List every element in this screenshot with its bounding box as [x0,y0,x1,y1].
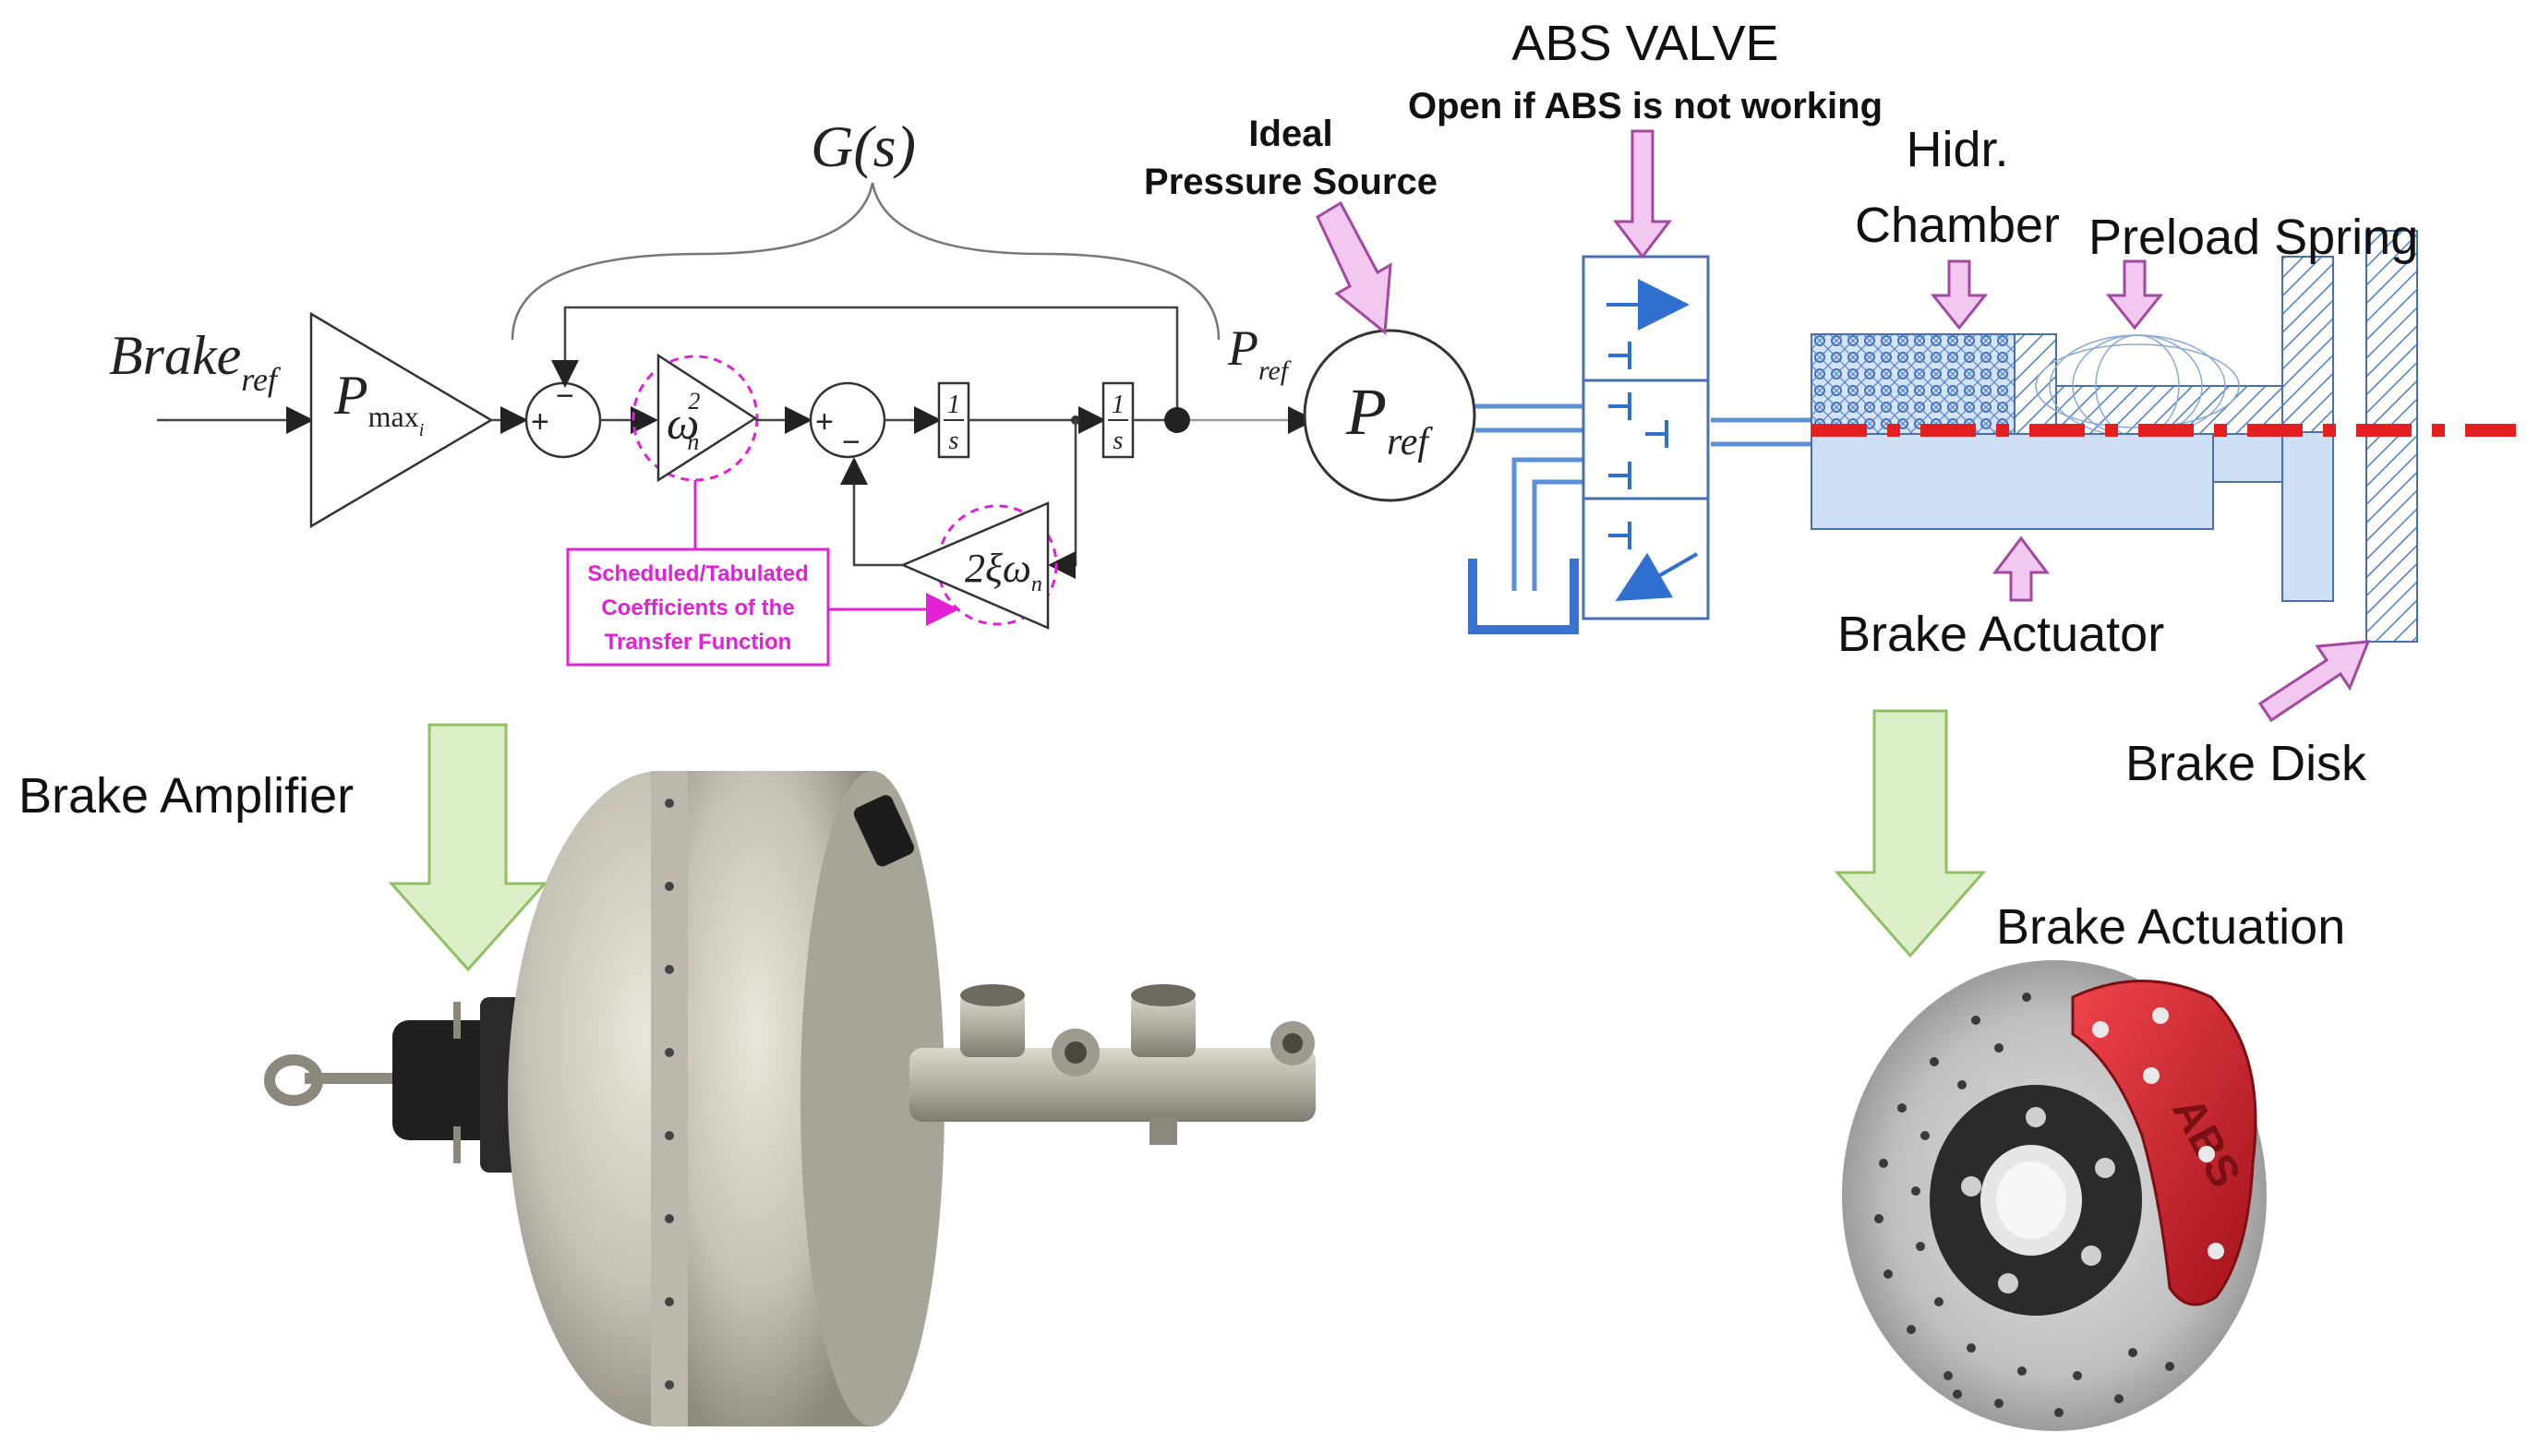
scheduled-coefficients-box [566,548,830,667]
svg-text:1: 1 [1112,391,1125,419]
damping-feedback-line [1048,420,1077,579]
pmax-gain-block [309,311,494,529]
ideal-pressure-source [1303,329,1476,502]
damping-gain-label: 2ξωn [965,546,1042,596]
brake-booster-image [264,771,1316,1426]
brake-disk-arrow [2257,640,2371,723]
brake-actuator-arrow [1991,535,2051,602]
ideal-source-callout: Ideal Pressure Source [1144,114,1438,335]
damping-gain-block [899,501,1050,630]
abs-valve [1582,255,1710,620]
omega-gain-block [656,353,758,483]
pmax-gain-label: Pmaxi [333,365,424,440]
svg-text:1: 1 [947,391,960,419]
svg-text:+: + [815,404,834,439]
svg-text:Transfer Function: Transfer Function [605,630,792,655]
fluid-reservoir [1468,559,1579,634]
brake-pad-hatched [2281,256,2334,433]
svg-text:Scheduled/Tabulated: Scheduled/Tabulated [587,561,809,586]
gs-label: G(s) [811,114,916,179]
brake-pad-lower [2281,431,2334,602]
pref-big-label: Pref [1345,375,1433,463]
brake-actuator-label: Brake Actuator [1837,607,2164,662]
abs-valve-subtitle: Open if ABS is not working [1408,86,1883,126]
svg-text:Coefficients of the: Coefficients of the [601,596,794,620]
ideal-source-line2: Pressure Source [1144,162,1438,202]
gs-brace [511,182,1221,341]
actuator-body [1811,433,2214,530]
preload-spring-label: Preload Spring [2088,210,2418,265]
brake-amplifier-arrow [388,723,548,972]
hidr-chamber-arrow [1930,259,1989,331]
pref-small-label: Pref [1227,320,1292,386]
abs-valve-title: ABS VALVE [1511,16,1778,71]
hidr-chamber-line1: Hidr. [1906,122,2008,177]
svg-text:−: − [842,425,860,460]
brake-caliper [2071,980,2257,1306]
svg-text:s: s [949,427,959,455]
hydraulic-lines [1475,403,1811,591]
brake-disc-image: ABS [1842,960,2267,1431]
brake-ref-label: Brakeref [109,325,282,398]
ideal-source-line1: Ideal [1248,114,1332,154]
abs-valve-arrow [1612,129,1673,259]
output-node [1164,407,1190,433]
ideal-source-arrow [1316,200,1392,335]
brake-amplifier-label: Brake Amplifier [18,768,354,824]
brake-actuation-label: Brake Actuation [1996,899,2345,955]
svg-text:−: − [556,379,574,414]
svg-text:+: + [531,404,549,439]
disc-holes [1874,993,2174,1417]
actuator-rod [2212,433,2283,483]
svg-text:s: s [1113,427,1124,455]
preload-spring-arrow [2105,259,2164,331]
brake-disk-label: Brake Disk [2125,736,2367,791]
hydraulic-chamber [1811,333,2016,435]
brake-actuation-arrow [1834,709,1987,958]
outer-feedback-line [551,306,1179,420]
hidr-chamber-line2: Chamber [1855,198,2060,253]
